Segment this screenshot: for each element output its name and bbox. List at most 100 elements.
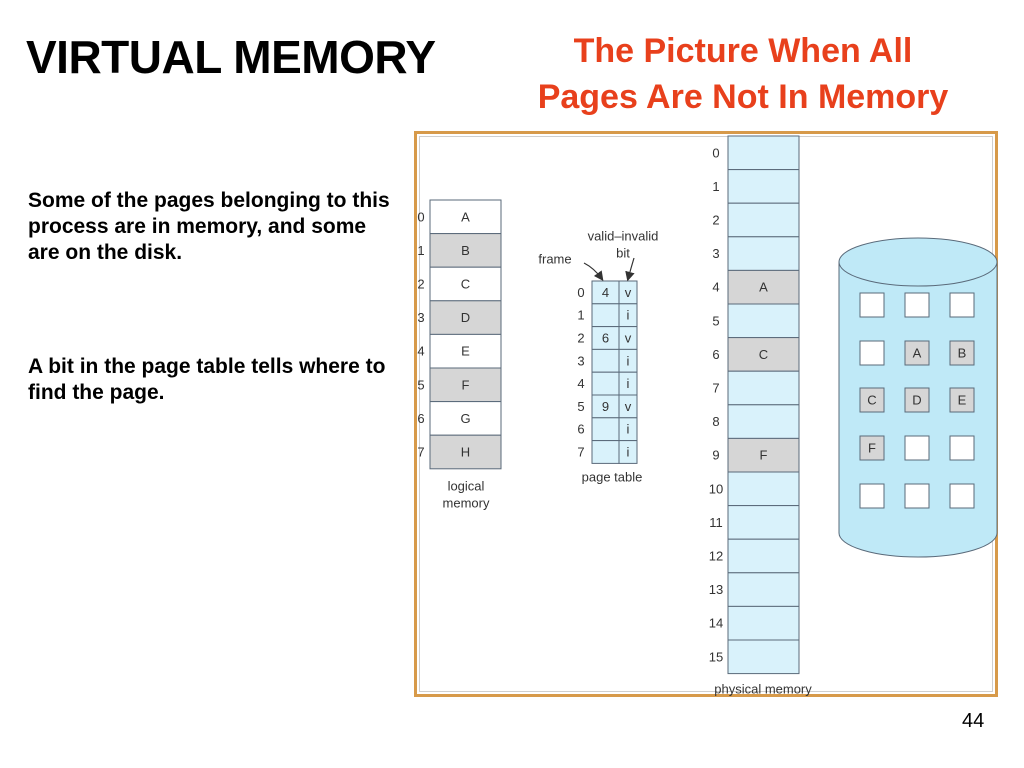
disk-page-box [859, 435, 885, 461]
page-table-bit-value: v [625, 285, 632, 300]
page-table-frame-cell [591, 440, 620, 464]
logical-page-index: 3 [417, 310, 424, 325]
logical-page-cell [429, 199, 502, 235]
page-table-index: 2 [577, 331, 584, 346]
physical-frame-index: 0 [712, 145, 719, 160]
physical-frame-index: 1 [712, 179, 719, 194]
frame-label: frame [538, 252, 571, 267]
logical-page-label: G [460, 411, 470, 426]
logical-page-index: 7 [417, 445, 424, 460]
physical-frame-cell [727, 370, 800, 406]
logical-page-label: A [461, 209, 470, 224]
valid-invalid-label-line1: valid–invalid [588, 229, 659, 244]
logical-page-index: 4 [417, 344, 424, 359]
physical-frame-cell [727, 404, 800, 439]
physical-frame-index: 8 [712, 414, 719, 429]
physical-frame-index: 14 [709, 616, 723, 631]
disk-page-box [904, 292, 930, 318]
page-table-frame-value: 9 [602, 399, 609, 414]
logical-page-index: 1 [417, 243, 424, 258]
disk-page-box [949, 387, 975, 413]
disk-page-box [859, 483, 885, 509]
disk-cylinder-top [838, 237, 998, 287]
logical-page-cell [429, 434, 502, 470]
disk-page-box [904, 483, 930, 509]
logical-page-label: D [461, 310, 470, 325]
page-table-bit-value: v [625, 399, 632, 414]
logical-page-label: E [461, 344, 470, 359]
physical-frame-cell [727, 337, 800, 372]
disk-page-box [859, 340, 885, 366]
logical-page-cell [429, 367, 502, 403]
physical-frame-cell [727, 169, 800, 204]
physical-frame-cell [727, 505, 800, 540]
page-table-index: 6 [577, 422, 584, 437]
subtitle-line-2: Pages Are Not In Memory [537, 78, 949, 116]
physical-frame-cell [727, 437, 800, 473]
page-table-frame-cell [591, 303, 620, 328]
disk-page-label: E [958, 393, 967, 408]
disk-page-box [904, 435, 930, 461]
page-table-index: 3 [577, 353, 584, 368]
logical-page-cell [429, 401, 502, 436]
page-table-label: page table [582, 470, 643, 485]
disk-page-label: F [868, 441, 876, 456]
page-table-bit-value: i [627, 353, 630, 368]
logical-page-index: 0 [417, 209, 424, 224]
physical-frame-cell [727, 572, 800, 607]
physical-frame-index: 12 [709, 549, 723, 564]
page-table-index: 1 [577, 308, 584, 323]
logical-memory-label-line1: logical [448, 479, 485, 494]
page-table-bit-value: i [627, 445, 630, 460]
physical-frame-page: A [759, 280, 768, 295]
frame-arrow [583, 262, 604, 281]
slide-title: VIRTUAL MEMORY [26, 31, 436, 83]
valid-bit-arrow [625, 257, 635, 282]
valid-invalid-label-line2: bit [616, 246, 630, 261]
page-number: 44 [962, 710, 985, 732]
disk-page-box [949, 340, 975, 366]
disk-page-box [949, 435, 975, 461]
physical-frame-cell [727, 471, 800, 507]
page-table-index: 0 [577, 285, 584, 300]
physical-frame-index: 3 [712, 246, 719, 261]
physical-frame-cell [727, 202, 800, 238]
paragraph-pages-location: Some of the pages belonging to this proc… [28, 189, 390, 264]
physical-frame-index: 15 [709, 649, 723, 664]
disk-page-box [904, 387, 930, 413]
physical-frame-page: C [759, 347, 768, 362]
physical-frame-page: F [760, 448, 768, 463]
logical-page-label: B [461, 243, 470, 258]
disk-page-label: C [867, 393, 876, 408]
physical-frame-index: 4 [712, 280, 719, 295]
disk-page-box [859, 387, 885, 413]
logical-page-label: C [461, 277, 470, 292]
physical-frame-cell [727, 605, 800, 641]
disk-page-label: B [958, 346, 967, 361]
physical-frame-index: 9 [712, 448, 719, 463]
page-table-index: 5 [577, 399, 584, 414]
disk-page-box [859, 292, 885, 318]
physical-frame-cell [727, 538, 800, 574]
logical-page-index: 2 [417, 277, 424, 292]
physical-frame-cell [727, 639, 800, 675]
physical-frame-index: 7 [712, 381, 719, 396]
disk-page-label: D [912, 393, 921, 408]
page-table-bit-value: i [627, 422, 630, 437]
physical-frame-cell [727, 303, 800, 339]
page-table-bit-value: i [627, 376, 630, 391]
slide-subtitle: The Picture When All Pages Are Not In Me… [488, 28, 998, 120]
disk-page-box [904, 340, 930, 366]
page-table-index: 7 [577, 445, 584, 460]
page-table-bit-value: v [625, 331, 632, 346]
physical-frame-index: 6 [712, 347, 719, 362]
page-table-bit-value: i [627, 308, 630, 323]
logical-page-index: 6 [417, 411, 424, 426]
physical-frame-cell [727, 236, 800, 271]
logical-page-index: 5 [417, 377, 424, 392]
logical-memory-label-line2: memory [443, 496, 490, 511]
physical-frame-index: 13 [709, 582, 723, 597]
page-table-frame-cell [591, 348, 620, 373]
page-table-frame-value: 6 [602, 331, 609, 346]
subtitle-line-1: The Picture When All [573, 32, 913, 70]
